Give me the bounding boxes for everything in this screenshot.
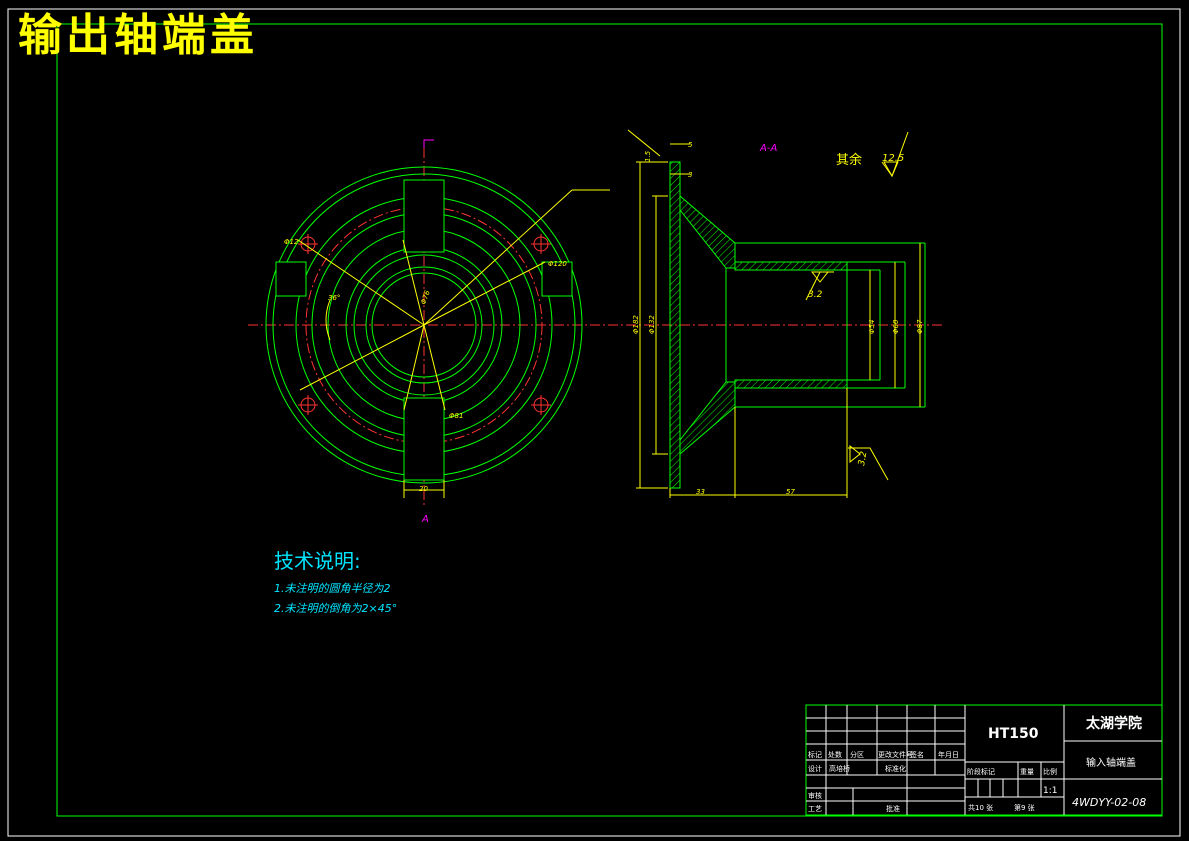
svg-text:5: 5 (688, 141, 693, 149)
svg-text:3.2: 3.2 (857, 450, 869, 466)
svg-text:57: 57 (786, 488, 795, 496)
svg-text:设计: 设计 (808, 764, 822, 773)
svg-text:Φ60: Φ60 (892, 319, 900, 334)
inner-frame (56, 23, 1163, 817)
svg-text:共10 张: 共10 张 (968, 803, 993, 812)
section-label: A-A (759, 143, 777, 154)
tech-note-2: 2.未注明的倒角为2×45° (274, 602, 398, 615)
svg-text:分区: 分区 (850, 750, 864, 759)
svg-text:标记: 标记 (808, 750, 822, 759)
dim-shaft: Φ81 (449, 412, 463, 420)
svg-text:工艺: 工艺 (808, 805, 822, 813)
svg-text:Φ182: Φ182 (632, 315, 640, 334)
svg-text:重量: 重量 (1020, 768, 1034, 776)
dim-pcd: Φ120 (548, 260, 567, 268)
dim-hole: Φ12 (284, 238, 299, 246)
part-name: 输入轴端盖 (1086, 756, 1136, 769)
svg-text:年月日: 年月日 (938, 750, 959, 759)
scale: 1:1 (1043, 786, 1057, 796)
svg-text:阶段标记: 阶段标记 (967, 767, 995, 776)
dim-slot: 20 (419, 485, 428, 493)
school: 太湖学院 (1086, 715, 1142, 732)
outer-frame (7, 8, 1181, 837)
section-dim-labels: 5 3 1.5 Φ182 Φ132 Φ54 Φ60 Φ87 33 57 3.2 … (632, 141, 924, 496)
material: HT150 (988, 726, 1039, 742)
svg-text:33: 33 (696, 488, 705, 496)
section-view-dims (627, 129, 921, 498)
front-view (248, 139, 945, 505)
svg-text:标准化: 标准化 (885, 764, 906, 773)
svg-text:处数: 处数 (828, 750, 842, 759)
title-block-text: HT150 太湖学院 输入轴端盖 4WDYY-02-08 1:1 标记 处数 分… (808, 715, 1146, 813)
tech-note-1: 1.未注明的圆角半径为2 (274, 582, 391, 595)
svg-text:3: 3 (688, 171, 692, 179)
roughness-label: 其余 (836, 152, 862, 168)
dim-inner: Φ76 (419, 289, 432, 306)
svg-text:审核: 审核 (808, 791, 822, 800)
svg-text:12.5: 12.5 (882, 153, 904, 164)
svg-text:1.5: 1.5 (644, 150, 652, 162)
drawing-no: 4WDYY-02-08 (1072, 796, 1146, 809)
svg-text:Φ132: Φ132 (648, 315, 656, 334)
svg-text:比例: 比例 (1043, 767, 1057, 776)
svg-text:Φ87: Φ87 (916, 319, 924, 334)
svg-text:高培桥: 高培桥 (829, 764, 850, 773)
svg-text:更改文件号: 更改文件号 (878, 750, 913, 759)
svg-text:Φ54: Φ54 (868, 320, 876, 334)
svg-text:3.2: 3.2 (808, 290, 823, 300)
svg-text:第9 张: 第9 张 (1014, 803, 1035, 812)
dim-angle: 36° (328, 294, 340, 302)
drawing-title: 输出轴端盖 (18, 10, 258, 61)
svg-text:批准: 批准 (886, 804, 900, 813)
tech-notes-heading: 技术说明: (274, 549, 361, 573)
section-mark-a: A (421, 514, 429, 525)
svg-text:签名: 签名 (910, 750, 924, 759)
title-block (805, 704, 1163, 816)
